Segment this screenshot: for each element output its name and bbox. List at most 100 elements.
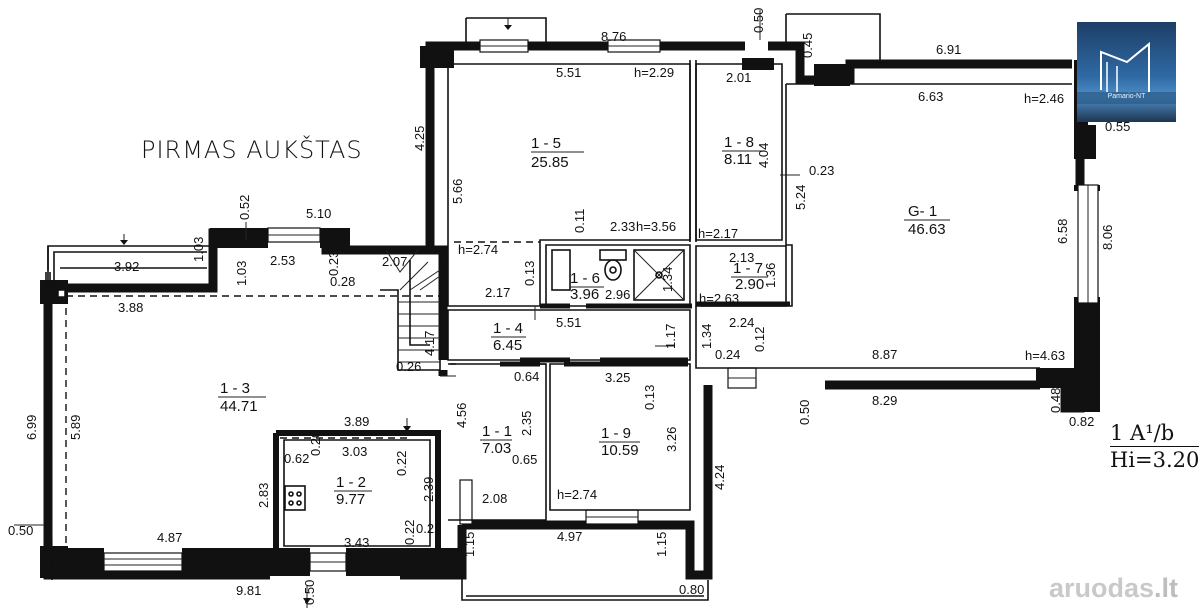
dimension-label: 0.22 xyxy=(394,451,409,476)
dimension-label: 1.17 xyxy=(663,324,678,349)
watermark: aruodas.lt xyxy=(1049,573,1178,604)
dimension-label: 0.11 xyxy=(572,209,587,233)
dimension-label: 8.06 xyxy=(1100,225,1115,250)
dimension-label: 6.99 xyxy=(24,415,39,440)
room-area: 10.59 xyxy=(601,442,639,459)
dimension-label: 0.50 xyxy=(751,8,766,33)
dimension-label: 0.45 xyxy=(800,33,815,58)
room-area: 6.45 xyxy=(493,337,522,354)
dimension-label: h=2.63 xyxy=(699,291,739,306)
room-area: 9.77 xyxy=(336,491,365,508)
dimension-label: h=2.46 xyxy=(1024,91,1064,106)
dimension-label: 4.17 xyxy=(422,331,437,356)
room-labels: 1 - 5 25.85 1 - 8 8.11 G- 1 46.63 1 - 6 … xyxy=(218,134,950,508)
room-id: 1 - 5 xyxy=(531,135,561,152)
dimension-label: 0.12 xyxy=(752,327,767,352)
dimension-label: 2.17 xyxy=(485,285,510,300)
dimension-label: 3.25 xyxy=(605,370,630,385)
dimension-label: 8.87 xyxy=(872,347,897,362)
dimension-ticks xyxy=(14,10,800,608)
room-area: 44.71 xyxy=(220,398,258,415)
dimension-label: 5.89 xyxy=(68,415,83,440)
dimension-label: 2.33 xyxy=(610,219,635,234)
dimension-label: 3.88 xyxy=(118,300,143,315)
dimension-label: 6.91 xyxy=(936,42,961,57)
dimension-label: 4.87 xyxy=(157,530,182,545)
dimension-label: 8.76 xyxy=(601,29,626,44)
windows xyxy=(103,39,1099,572)
dimension-label: 0.50 xyxy=(8,523,33,538)
dimension-label: 5.24 xyxy=(793,185,808,210)
dimension-label: 5.51 xyxy=(556,315,581,330)
dimension-label: 2.08 xyxy=(482,491,507,506)
dimension-label: 5.51 xyxy=(556,65,581,80)
room-id: 1 - 2 xyxy=(336,474,366,491)
dimension-label: 0.64 xyxy=(514,369,539,384)
dimension-label: 5.10 xyxy=(306,206,331,221)
dimension-label: 0.23 xyxy=(809,163,834,178)
dimension-label: 5.66 xyxy=(450,179,465,204)
dimension-label: h=2.29 xyxy=(634,65,674,80)
dimension-label: 2.83 xyxy=(256,483,271,508)
room-area: 8.11 xyxy=(724,151,752,168)
room-id: 1 - 7 xyxy=(733,260,763,277)
dimension-label: 4.56 xyxy=(454,403,469,428)
dimension-label: 1.03 xyxy=(234,261,249,286)
dimension-label: h=2.74 xyxy=(458,242,498,257)
dimension-label: 0.52 xyxy=(237,195,252,220)
dimension-label: 1.34 xyxy=(660,267,675,292)
stairs xyxy=(380,249,441,371)
dimension-label: 3.43 xyxy=(344,535,369,550)
dimension-label: h=2.74 xyxy=(557,487,597,502)
room-id: 1 - 6 xyxy=(570,270,600,287)
dimension-label: 8.29 xyxy=(872,393,897,408)
watermark-tld: .lt xyxy=(1154,573,1178,603)
dimension-label: 3.92 xyxy=(114,259,139,274)
dimension-label: 2.24 xyxy=(729,315,754,330)
dimension-label: 2.35 xyxy=(519,411,534,436)
dimension-label: 0.24 xyxy=(715,347,740,362)
dimension-label: 0.28 xyxy=(330,274,355,289)
dimension-label: 1.03 xyxy=(191,237,206,262)
logo-text: Pamario-NT xyxy=(1107,93,1146,100)
dimension-label: 0.55 xyxy=(1105,119,1130,134)
dimension-label: 4.25 xyxy=(412,126,427,151)
dimension-label: 0.13 xyxy=(642,385,657,410)
watermark-main: aruodas xyxy=(1048,573,1154,603)
dimension-label: 0.62 xyxy=(284,451,309,466)
dimension-label: 0.23 xyxy=(326,251,341,276)
dimension-label: 2.13 xyxy=(729,250,754,265)
room-id: 1 - 1 xyxy=(482,423,512,440)
room-area: 25.85 xyxy=(531,154,569,171)
room-area: 46.63 xyxy=(908,221,946,238)
dimension-label: 4.24 xyxy=(712,465,727,490)
dimension-label: 0.50 xyxy=(797,400,812,425)
room-id: 1 - 9 xyxy=(601,425,631,442)
room-area: 7.03 xyxy=(482,440,511,457)
dimension-label: 1.34 xyxy=(699,324,714,349)
dimension-label: h=2.17 xyxy=(698,226,738,241)
dimension-label: 0.13 xyxy=(522,261,537,286)
room-id: 1 - 4 xyxy=(493,320,523,337)
interior-walls xyxy=(273,60,1072,548)
floor-title: PIRMAS AUKŠTAS xyxy=(141,136,363,164)
agency-logo: Pamario-NT xyxy=(1077,22,1176,122)
dimension-label: 2.07 xyxy=(382,254,407,269)
dimension-label: 0.22 xyxy=(402,520,417,545)
scale-label: 1 A¹/b Hi=3.20 xyxy=(1110,420,1200,473)
terrace xyxy=(45,13,881,601)
scale-top: 1 A¹/b xyxy=(1110,420,1200,447)
dimension-label: 0.20 xyxy=(308,431,323,456)
room-area: 3.96 xyxy=(570,286,599,303)
room-id: 1 - 8 xyxy=(724,134,754,151)
dimension-label: 9.81 xyxy=(236,583,261,598)
dashed-lines xyxy=(65,241,540,546)
dimension-label: 0.22 xyxy=(416,521,441,536)
scale-bottom: Hi=3.20 xyxy=(1110,448,1200,472)
dimension-label: 4.04 xyxy=(756,143,771,168)
dimension-label: 6.58 xyxy=(1055,219,1070,244)
dimension-label: 3.03 xyxy=(342,444,367,459)
dimension-label: 1.36 xyxy=(763,263,778,288)
dimension-label: 0.26 xyxy=(396,359,421,374)
